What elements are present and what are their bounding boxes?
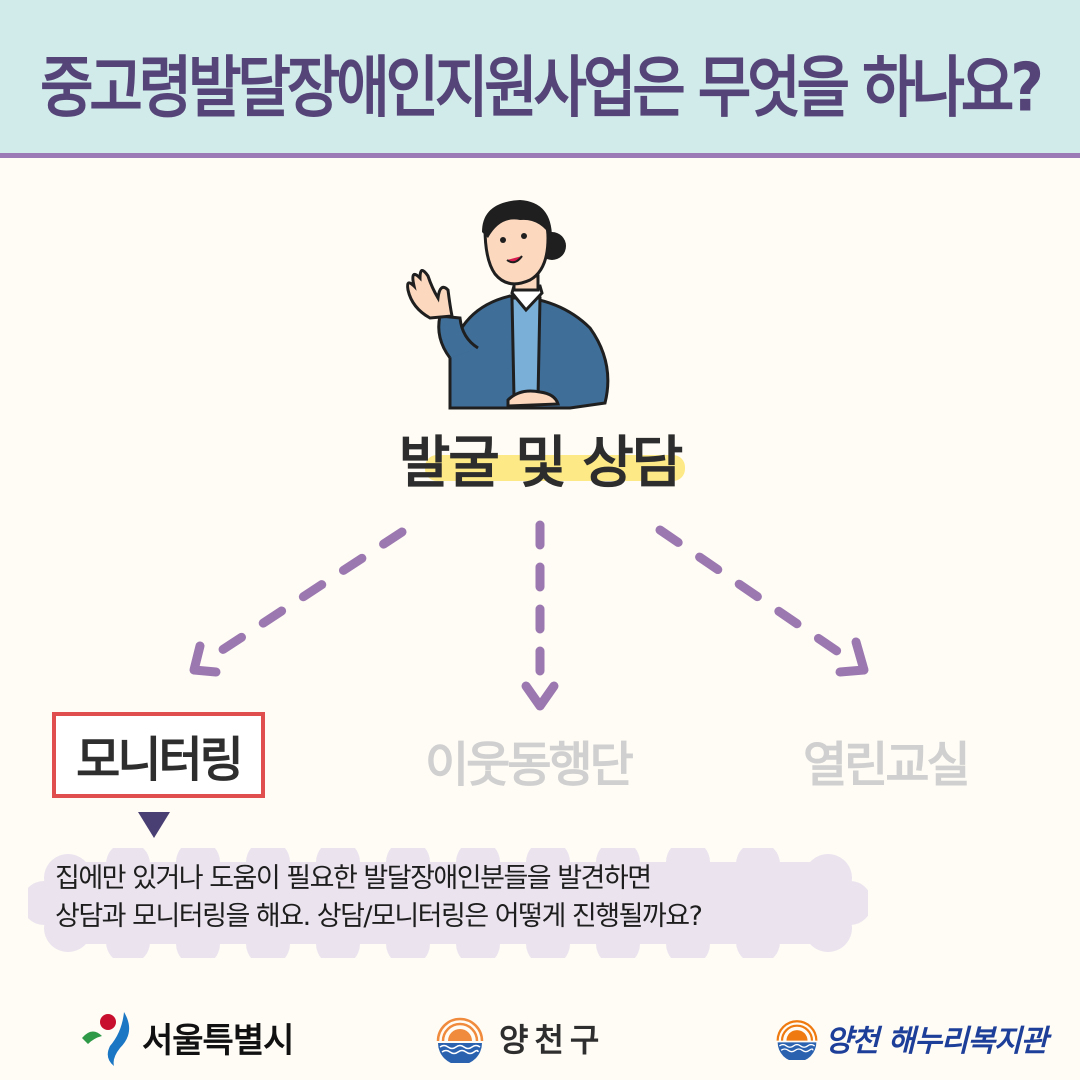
logo-seoul-text: 서울특별시	[142, 1021, 294, 1061]
option-monitoring-label: 모니터링	[76, 732, 244, 788]
sunrise-wave-icon	[436, 1017, 484, 1063]
arrow-left-icon	[189, 527, 407, 677]
header-banner: 중고령발달장애인지원사업은 무엇을 하나요?	[0, 0, 1080, 158]
section-subtitle: 발굴 및 상담	[398, 431, 684, 496]
branch-arrows	[189, 520, 869, 711]
arrow-down-icon	[521, 520, 559, 711]
subtitle-highlight	[425, 455, 685, 481]
option-monitoring[interactable]: 모니터링	[52, 712, 265, 798]
option-open-class[interactable]: 열린교실	[803, 737, 971, 793]
arrow-right-icon	[655, 525, 869, 677]
logo-yangcheon-gu: 양천구	[435, 1005, 605, 1070]
person-waving-illustration	[406, 200, 610, 410]
description-line-1: 집에만 있거나 도움이 필요한 발달장애인분들을 발견하면	[55, 863, 652, 894]
logo-haenuri-text: 양천 해누리복지관	[825, 1023, 1048, 1059]
description-text: 집에만 있거나 도움이 필요한 발달장애인분들을 발견하면 상담과 모니터링을 …	[55, 860, 875, 936]
logo-seoul: 서울특별시	[80, 1005, 294, 1070]
speech-cloud	[28, 848, 868, 958]
logo-haenuri-welfare-center: 양천 해누리복지관	[775, 1005, 1048, 1070]
logo-yangcheon-gu-text: 양천구	[499, 1020, 606, 1059]
page-title: 중고령발달장애인지원사업은 무엇을 하나요?	[40, 48, 1044, 127]
option-neighbor-companion[interactable]: 이웃동행단	[425, 737, 634, 793]
pointer-triangle-icon	[138, 812, 170, 838]
seoul-symbol-icon	[82, 1011, 130, 1066]
description-line-2: 상담과 모니터링을 해요. 상담/모니터링은 어떻게 진행될까요?	[55, 901, 703, 932]
sunrise-wave-icon	[776, 1019, 818, 1060]
